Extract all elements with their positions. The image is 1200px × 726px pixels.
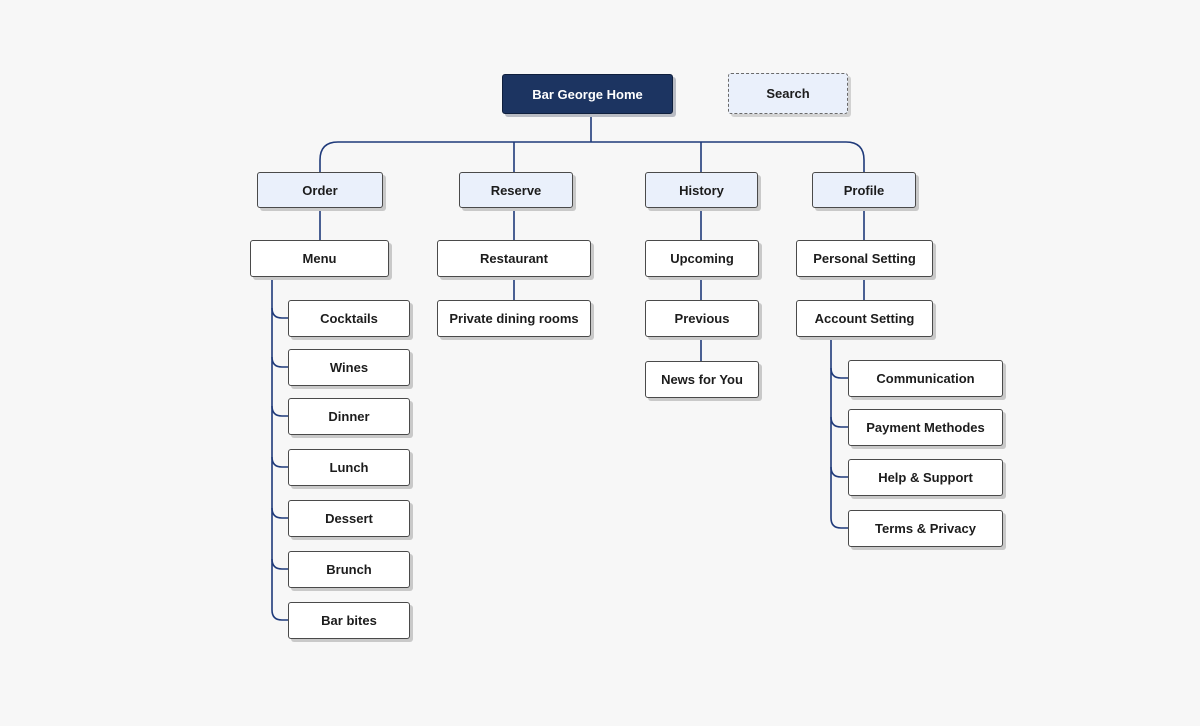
node-lunch[interactable]: Lunch bbox=[288, 449, 410, 486]
connector-account-payment bbox=[830, 416, 848, 428]
node-cocktails[interactable]: Cocktails bbox=[288, 300, 410, 337]
connector-account-help bbox=[830, 466, 848, 478]
node-brunch[interactable]: Brunch bbox=[288, 551, 410, 588]
connector-menu-lunch bbox=[271, 456, 288, 468]
category-history[interactable]: History bbox=[645, 172, 758, 208]
node-wines[interactable]: Wines bbox=[288, 349, 410, 386]
node-payment-methodes[interactable]: Payment Methodes bbox=[848, 409, 1003, 446]
node-previous[interactable]: Previous bbox=[645, 300, 759, 337]
connector-menu-brunch bbox=[271, 558, 288, 570]
node-restaurant[interactable]: Restaurant bbox=[437, 240, 591, 277]
connector-bus bbox=[319, 141, 865, 172]
node-news-for-you[interactable]: News for You bbox=[645, 361, 759, 398]
connector-account-terms bbox=[830, 517, 848, 529]
home-node[interactable]: Bar George Home bbox=[502, 74, 673, 114]
connector-menu-barbites bbox=[271, 609, 288, 621]
connector-menu-cocktails bbox=[271, 307, 288, 319]
node-upcoming[interactable]: Upcoming bbox=[645, 240, 759, 277]
category-reserve[interactable]: Reserve bbox=[459, 172, 573, 208]
node-bar-bites[interactable]: Bar bites bbox=[288, 602, 410, 639]
category-order[interactable]: Order bbox=[257, 172, 383, 208]
node-dessert[interactable]: Dessert bbox=[288, 500, 410, 537]
node-menu[interactable]: Menu bbox=[250, 240, 389, 277]
node-terms-privacy[interactable]: Terms & Privacy bbox=[848, 510, 1003, 547]
node-personal-setting[interactable]: Personal Setting bbox=[796, 240, 933, 277]
connector-account-communication bbox=[830, 367, 848, 379]
node-dinner[interactable]: Dinner bbox=[288, 398, 410, 435]
node-account-setting[interactable]: Account Setting bbox=[796, 300, 933, 337]
node-communication[interactable]: Communication bbox=[848, 360, 1003, 397]
category-profile[interactable]: Profile bbox=[812, 172, 916, 208]
search-node[interactable]: Search bbox=[728, 73, 848, 114]
node-private-dining[interactable]: Private dining rooms bbox=[437, 300, 591, 337]
connector-menu-dinner bbox=[271, 405, 288, 417]
connector-menu-dessert bbox=[271, 507, 288, 519]
node-help-support[interactable]: Help & Support bbox=[848, 459, 1003, 496]
connector-menu-wines bbox=[271, 356, 288, 368]
